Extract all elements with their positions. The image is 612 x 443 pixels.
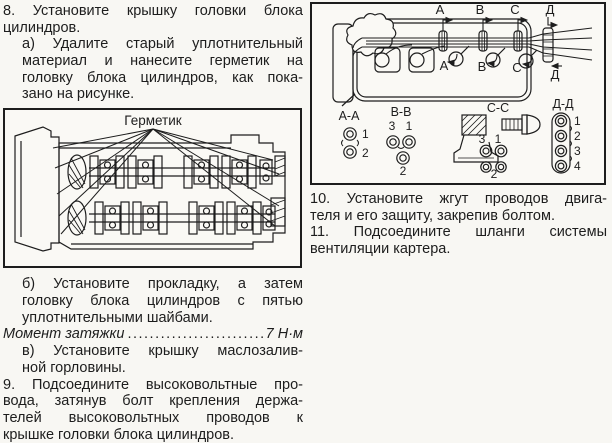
section-arrows-top <box>442 16 559 31</box>
step-10-text: 10. Установите жгут проводов двига-теля … <box>310 191 607 224</box>
bolt <box>501 114 541 135</box>
section-label-d-top: Д <box>546 4 555 17</box>
wire-routing-diagram: А В С Д А В С Д А-А 1 <box>332 4 593 179</box>
sealant-figure: Герметик <box>3 108 302 269</box>
section-cc-wire-1: 1 <box>495 132 502 146</box>
section-cc-wire-2: 2 <box>491 167 498 179</box>
section-cc-wire-3: 3 <box>479 132 486 146</box>
sealant-callout-lines <box>52 128 280 235</box>
section-label-a-top: А <box>436 4 445 17</box>
cylinder-head-outline <box>14 126 286 252</box>
section-bb-title: В-В <box>391 105 412 119</box>
section-aa-wire-2: 2 <box>362 146 369 160</box>
step-9-text: 9. Подсоедините высоковольтные про-вода,… <box>3 376 303 443</box>
section-label-b-top: В <box>476 4 485 17</box>
section-label-c-bottom: С <box>512 60 521 75</box>
camshaft-bottom <box>89 201 276 235</box>
section-cc-title: С-С <box>487 101 509 115</box>
section-label-d-bottom: Д <box>551 67 560 82</box>
camshaft-gears <box>67 154 87 236</box>
torque-value: 7 Н·м <box>265 326 303 343</box>
section-dd-wire-3: 3 <box>574 144 581 158</box>
section-bb: В-В 3 1 2 <box>386 105 416 178</box>
torque-spec: Момент затяжки .........................… <box>3 326 303 343</box>
section-dd-title: Д-Д <box>552 97 574 111</box>
harness-figure: А В С Д А В С Д А-А 1 <box>310 2 606 185</box>
section-arrows-bottom <box>446 53 562 70</box>
section-aa-title: А-А <box>339 109 361 123</box>
right-column: А В С Д А В С Д А-А 1 <box>310 2 607 258</box>
section-dd-wire-1: 1 <box>574 114 581 128</box>
step-8v-text: в) Установите крышку маслозалив-ной горл… <box>22 343 303 376</box>
camshaft-top <box>89 155 275 189</box>
cylinder-head-diagram: Герметик <box>14 113 286 252</box>
section-label-b-bottom: В <box>478 59 487 74</box>
section-bb-wire-3: 3 <box>389 119 396 133</box>
section-dd-wire-2: 2 <box>574 129 581 143</box>
section-bb-wire-1: 1 <box>406 119 413 133</box>
section-dd: Д-Д 1 2 3 4 <box>551 97 581 174</box>
sealant-callout-label: Герметик <box>124 113 181 128</box>
section-label-a-bottom: А <box>440 58 449 73</box>
section-aa: А-А 1 2 <box>339 109 369 160</box>
valve-cover-outline <box>332 18 532 107</box>
torque-label: Момент затяжки <box>3 326 125 343</box>
section-aa-wire-1: 1 <box>362 127 369 141</box>
oil-filler-cap <box>346 12 397 57</box>
section-bb-wire-2: 2 <box>400 164 407 178</box>
section-dd-wire-4: 4 <box>574 159 581 173</box>
wire-connector <box>542 27 554 63</box>
spark-plug-wells <box>374 45 538 73</box>
section-label-c-top: С <box>510 4 519 17</box>
torque-dot-leader: ...................................... <box>127 326 262 343</box>
section-cc: С-С 3 1 <box>453 101 541 179</box>
